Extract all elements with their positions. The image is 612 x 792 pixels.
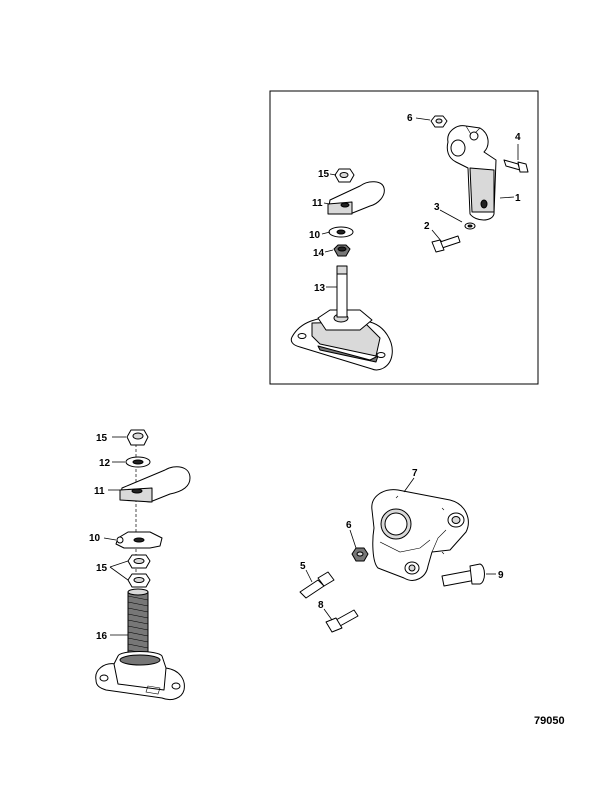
callout-8: 8 [318,600,324,611]
figure-number: 79050 [534,715,565,727]
callout-1: 1 [515,193,521,204]
right-nut-6 [351,547,369,562]
callout-7: 7 [412,468,418,479]
inset-nut-14 [333,244,351,257]
inset-motor-mount-13 [290,265,393,371]
inset-bolt-2 [431,235,461,253]
inset-nut-6 [430,115,448,128]
inset-bracket-1 [446,125,497,221]
callout-12: 12 [99,458,111,469]
inset-nut-15 [334,168,355,183]
inset-frame [269,90,539,385]
callout-5: 5 [300,561,306,572]
callout-6: 6 [407,113,413,124]
inset-washer-3 [464,222,476,230]
left-tab-washer-10 [115,531,163,549]
left-nut-15-top [126,429,149,446]
inset-assembly: 6 4 1 3 2 15 11 10 14 13 [269,90,539,385]
callout-9: 9 [498,570,504,581]
callout-6: 6 [346,520,352,531]
callout-15: 15 [96,433,108,444]
callout-4: 4 [515,132,521,143]
callout-3: 3 [434,202,440,213]
callout-11: 11 [94,486,105,497]
left-nut-15-lower [127,573,151,588]
left-washer-12 [125,456,151,468]
callout-15: 15 [96,563,108,574]
callout-14: 14 [313,248,325,259]
inset-clamp-11 [327,181,385,215]
callout-16: 16 [96,631,108,642]
right-stud-5 [299,571,335,599]
right-bracket-7 [371,489,469,581]
left-nut-15-upper [127,554,151,569]
callout-10: 10 [309,230,321,241]
inset-bolt-4 [503,159,529,173]
right-bolt-8 [325,609,359,633]
callout-10: 10 [89,533,101,544]
callout-11: 11 [312,198,323,209]
left-exploded-mount: 15 12 11 10 15 16 [89,429,191,701]
callout-2: 2 [424,221,430,232]
inset-tab-washer-10 [328,226,354,238]
left-mount-base [95,651,185,701]
right-bolt-9 [441,563,485,587]
right-bracket-assembly: 7 6 5 9 8 [299,468,504,633]
left-clamp-11 [119,466,191,503]
callout-13: 13 [314,283,326,294]
callout-15: 15 [318,169,330,180]
